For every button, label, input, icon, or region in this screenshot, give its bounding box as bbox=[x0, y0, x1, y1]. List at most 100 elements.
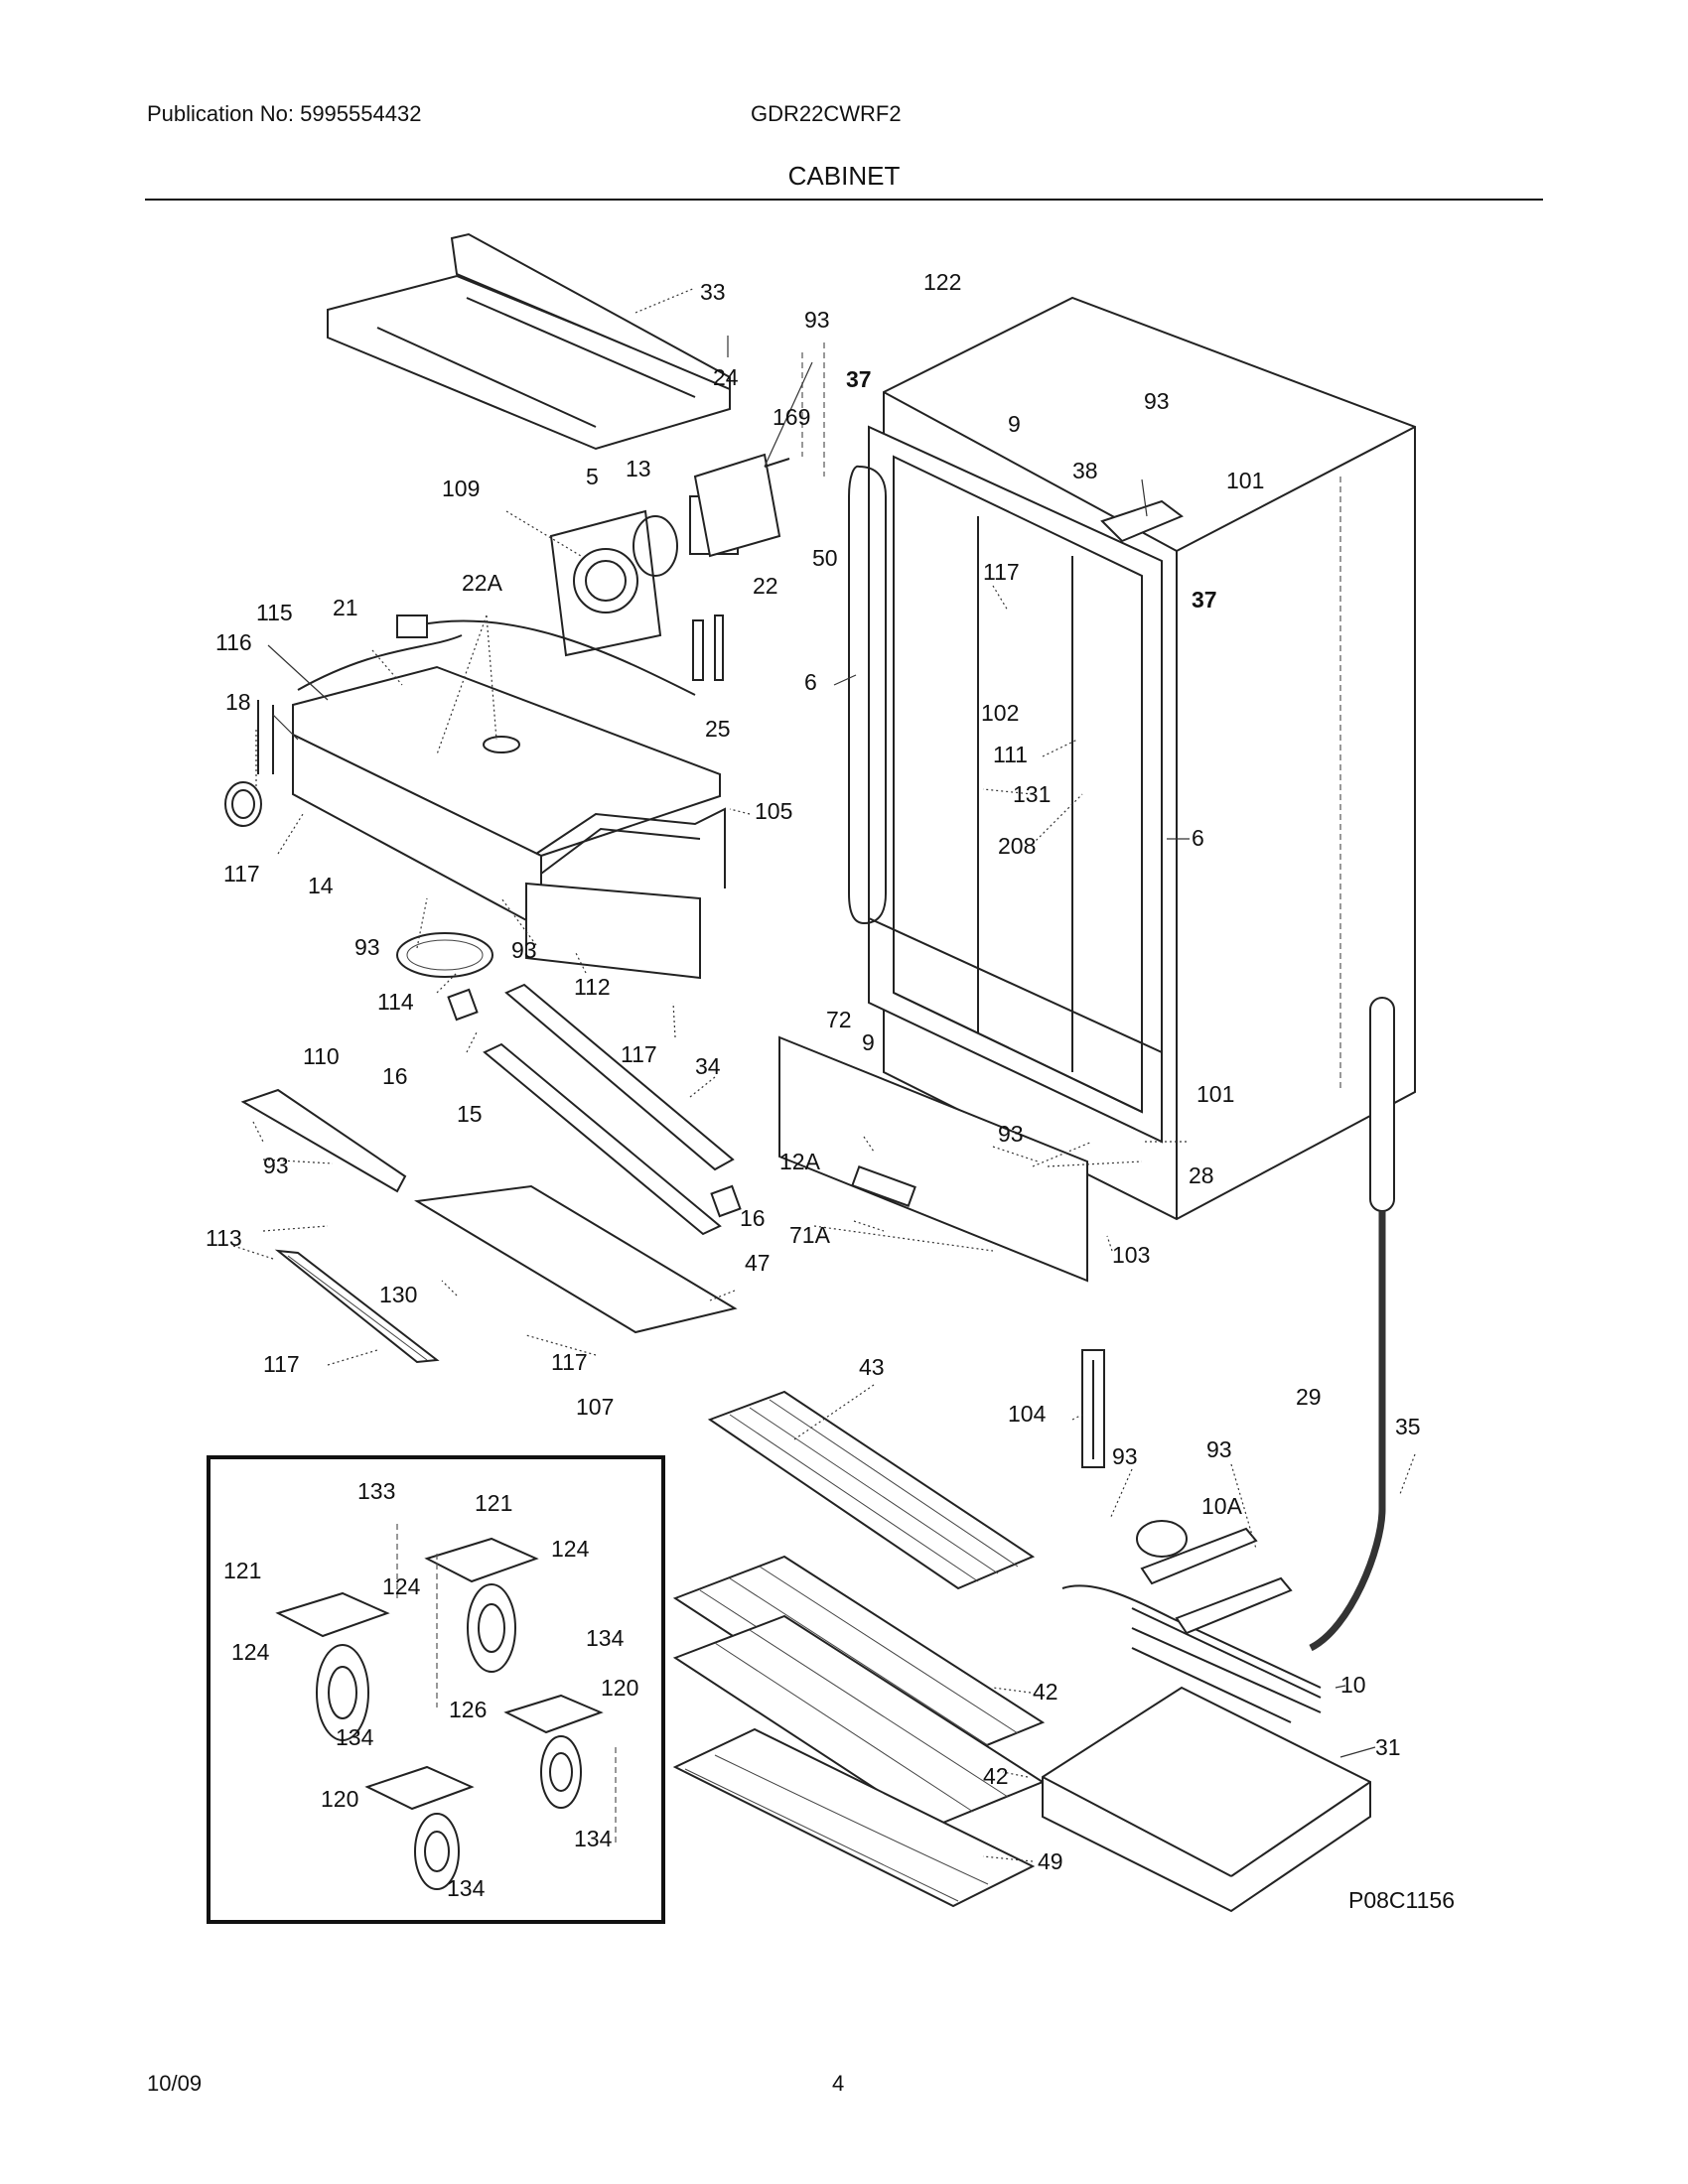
label-93-hinge: 93 bbox=[1144, 388, 1170, 414]
cabinet-body bbox=[848, 296, 1416, 1221]
label-114: 114 bbox=[377, 989, 414, 1015]
part-72-kickplate bbox=[778, 1035, 1088, 1283]
label-5: 5 bbox=[586, 464, 599, 489]
publication-number: Publication No: 5995554432 bbox=[147, 101, 422, 126]
label-124-right: 124 bbox=[551, 1536, 590, 1562]
label-117-tray: 117 bbox=[551, 1349, 588, 1375]
label-9-bottom: 9 bbox=[862, 1029, 875, 1055]
label-120-left: 120 bbox=[321, 1786, 358, 1812]
label-33: 33 bbox=[700, 279, 726, 305]
label-101-bottom: 101 bbox=[1196, 1081, 1234, 1107]
label-109: 109 bbox=[442, 476, 480, 501]
label-50: 50 bbox=[812, 545, 838, 571]
label-93-top: 93 bbox=[804, 307, 830, 333]
label-24: 24 bbox=[713, 364, 739, 390]
model-number: GDR22CWRF2 bbox=[751, 101, 902, 126]
caster-right-rear bbox=[424, 1537, 539, 1673]
label-42-upper: 42 bbox=[1033, 1679, 1058, 1705]
part-34-tube bbox=[447, 983, 742, 1236]
label-115: 115 bbox=[256, 600, 293, 625]
part-18-grommet bbox=[224, 781, 262, 827]
label-13: 13 bbox=[626, 456, 651, 481]
part-114-grille bbox=[396, 932, 493, 978]
label-72: 72 bbox=[826, 1007, 852, 1032]
label-124-mid: 124 bbox=[382, 1573, 421, 1599]
caster-right-front bbox=[503, 1694, 604, 1809]
label-93-cover-left: 93 bbox=[354, 934, 380, 960]
part-29-power-cord bbox=[1309, 997, 1395, 1652]
label-6-gasket: 6 bbox=[1192, 825, 1204, 851]
part-104-thermometer bbox=[1081, 1349, 1105, 1468]
label-14: 14 bbox=[308, 873, 334, 898]
label-22A: 22A bbox=[462, 570, 503, 596]
part-31-drain-pan bbox=[1042, 1686, 1371, 1913]
page-number: 4 bbox=[832, 2071, 845, 2096]
label-130: 130 bbox=[379, 1282, 417, 1307]
label-121-right: 121 bbox=[475, 1490, 512, 1516]
part-113-bracket bbox=[274, 1249, 440, 1364]
label-107: 107 bbox=[576, 1394, 614, 1420]
label-18: 18 bbox=[225, 689, 251, 715]
label-38: 38 bbox=[1072, 458, 1098, 483]
label-208: 208 bbox=[998, 833, 1036, 859]
caster-left-rear bbox=[275, 1591, 390, 1741]
label-29: 29 bbox=[1296, 1384, 1322, 1410]
label-6-door: 6 bbox=[804, 669, 817, 695]
label-117-bracket: 117 bbox=[263, 1351, 300, 1377]
label-120-right: 120 bbox=[601, 1675, 638, 1701]
label-134-upper-right: 134 bbox=[586, 1625, 625, 1651]
part-47-tray bbox=[414, 1184, 738, 1334]
caster-inset bbox=[207, 1455, 665, 1924]
label-9-top: 9 bbox=[1008, 411, 1021, 437]
figure-code: P08C1156 bbox=[1348, 1887, 1455, 1913]
label-10A: 10A bbox=[1201, 1493, 1243, 1519]
label-105: 105 bbox=[755, 798, 792, 824]
header-rule bbox=[145, 199, 1543, 201]
label-93-kickplate: 93 bbox=[998, 1121, 1024, 1147]
label-31: 31 bbox=[1375, 1734, 1401, 1760]
label-126: 126 bbox=[449, 1697, 487, 1722]
part-43-shelf bbox=[707, 1390, 1036, 1590]
label-47: 47 bbox=[745, 1250, 771, 1276]
part-38-hinge bbox=[1100, 499, 1184, 543]
label-111: 111 bbox=[993, 742, 1028, 767]
label-93-cover-right: 93 bbox=[511, 937, 537, 963]
part-105-bracket bbox=[535, 807, 726, 888]
part-109-fan-shroud bbox=[549, 509, 662, 657]
label-16-top: 16 bbox=[382, 1063, 408, 1089]
caster-left-front bbox=[364, 1765, 475, 1890]
label-134-left: 134 bbox=[336, 1724, 374, 1750]
label-43: 43 bbox=[859, 1354, 885, 1380]
label-101-top: 101 bbox=[1226, 468, 1264, 493]
label-113: 113 bbox=[206, 1225, 242, 1251]
label-104: 104 bbox=[1008, 1401, 1047, 1427]
callout-labels: 33 24 93 169 122 37 93 9 38 101 37 109 5… bbox=[206, 269, 1455, 1913]
label-93-heater-right: 93 bbox=[1206, 1436, 1232, 1462]
label-134-bottom: 134 bbox=[447, 1875, 486, 1901]
label-35: 35 bbox=[1395, 1414, 1421, 1439]
label-12A: 12A bbox=[779, 1149, 821, 1174]
label-49: 49 bbox=[1038, 1848, 1063, 1874]
label-21: 21 bbox=[333, 595, 358, 620]
part-33-cover bbox=[327, 232, 731, 451]
label-122: 122 bbox=[923, 269, 961, 295]
label-124-left: 124 bbox=[231, 1639, 270, 1665]
label-112: 112 bbox=[574, 974, 611, 1000]
part-49-shelf bbox=[672, 1727, 1036, 1908]
label-133: 133 bbox=[357, 1478, 395, 1504]
part-112-panel bbox=[525, 882, 701, 980]
label-103: 103 bbox=[1112, 1242, 1150, 1268]
label-28: 28 bbox=[1189, 1162, 1214, 1188]
label-117-cabinet: 117 bbox=[983, 559, 1020, 585]
label-134-lower-right: 134 bbox=[574, 1826, 613, 1851]
label-25: 25 bbox=[705, 716, 731, 742]
label-42-lower: 42 bbox=[983, 1763, 1009, 1789]
label-34: 34 bbox=[695, 1053, 721, 1079]
label-37-top: 37 bbox=[846, 366, 872, 392]
label-169: 169 bbox=[773, 404, 810, 430]
label-131: 131 bbox=[1013, 781, 1051, 807]
leader-lines bbox=[232, 336, 1416, 1862]
label-37-right: 37 bbox=[1192, 587, 1217, 613]
part-50-motor-bracket bbox=[693, 342, 825, 558]
